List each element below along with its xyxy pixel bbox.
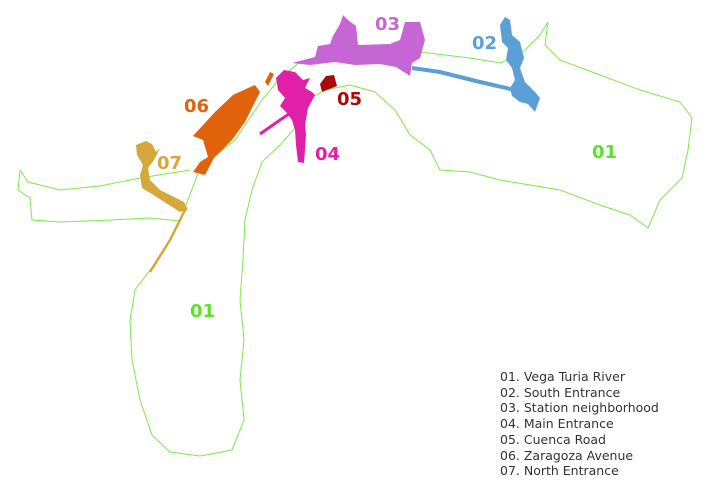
legend-item: 04. Main Entrance [500,416,614,432]
legend-item: 01. Vega Turia River [500,369,625,384]
legend-item: 02. South Entrance [500,384,621,400]
legend-item: 07. North Entrance [500,463,619,479]
zone-label-03: 03 [375,14,401,35]
zone-04-main-entrance [276,70,315,163]
zone-label-01-lobe: 01 [190,301,216,322]
zone-03-station-neighborhood [292,15,425,76]
zone-07-north-entrance [136,141,188,212]
zone-label-02: 02 [472,33,498,54]
zone-07-path [148,209,187,273]
zone-05-cuenca-road [320,75,337,92]
zone-02-south-entrance [500,17,540,112]
zone-label-06: 06 [184,96,210,117]
legend-item: 03. Station neighborhood [500,400,659,416]
legend: 01. Vega Turia River 02. South Entrance … [500,369,659,479]
legend-item: 05. Cuenca Road [500,431,606,447]
zone-label-05: 05 [337,89,363,110]
zone-label-01-east: 01 [592,142,618,163]
zone-label-07: 07 [157,153,183,174]
legend-item: 06. Zaragoza Avenue [500,447,634,463]
zone-04-path [259,110,293,136]
zone-06-zaragoza-avenue [193,72,274,175]
zone-02-connector [411,66,516,92]
zone-label-04: 04 [315,144,341,165]
